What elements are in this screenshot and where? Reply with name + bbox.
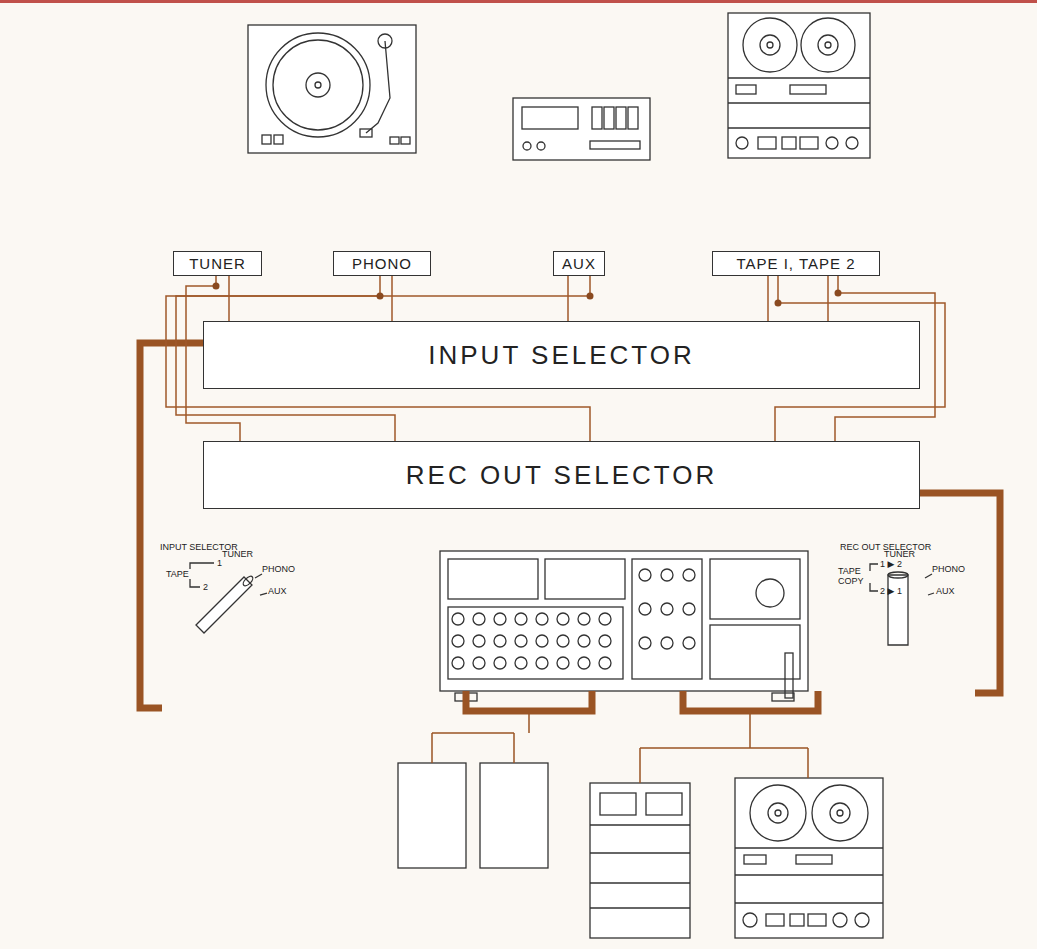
signal-wire	[567, 276, 569, 321]
signal-wire	[391, 276, 393, 321]
knob-position: TAPE	[166, 570, 189, 580]
knob-position: 2 ▶ 1	[880, 587, 902, 597]
junction-dot	[587, 293, 594, 300]
signal-wire	[228, 276, 230, 321]
junction-dot	[835, 290, 842, 297]
signal-wire	[767, 276, 769, 321]
knob-position: PHONO	[262, 565, 295, 575]
source-box: PHONO	[333, 251, 431, 276]
knob-position: AUX	[268, 587, 287, 597]
source-box: AUX	[553, 251, 605, 276]
knob-position: PHONO	[932, 565, 965, 575]
junction-dot	[377, 293, 384, 300]
selector-box: REC OUT SELECTOR	[203, 441, 920, 509]
junction-dot	[213, 283, 220, 290]
knob-position: TUNER	[884, 550, 915, 560]
knob-position: 1	[217, 559, 222, 569]
knob-position: TAPE COPY	[838, 567, 870, 587]
box-label: TAPE I, TAPE 2	[736, 255, 855, 272]
selector-box: INPUT SELECTOR	[203, 321, 920, 389]
knob-position: TUNER	[222, 550, 253, 560]
knob-position: 2	[203, 583, 208, 593]
knob-position: 1 ▶ 2	[880, 560, 902, 570]
source-box: TUNER	[173, 251, 262, 276]
box-label: TUNER	[189, 255, 246, 272]
box-label: AUX	[562, 255, 596, 272]
source-box: TAPE I, TAPE 2	[712, 251, 880, 276]
signal-wire	[827, 276, 829, 321]
box-label: INPUT SELECTOR	[428, 340, 694, 371]
knob-position: AUX	[936, 587, 955, 597]
junction-dot	[775, 300, 782, 307]
box-label: PHONO	[352, 255, 412, 272]
box-label: REC OUT SELECTOR	[406, 460, 717, 491]
